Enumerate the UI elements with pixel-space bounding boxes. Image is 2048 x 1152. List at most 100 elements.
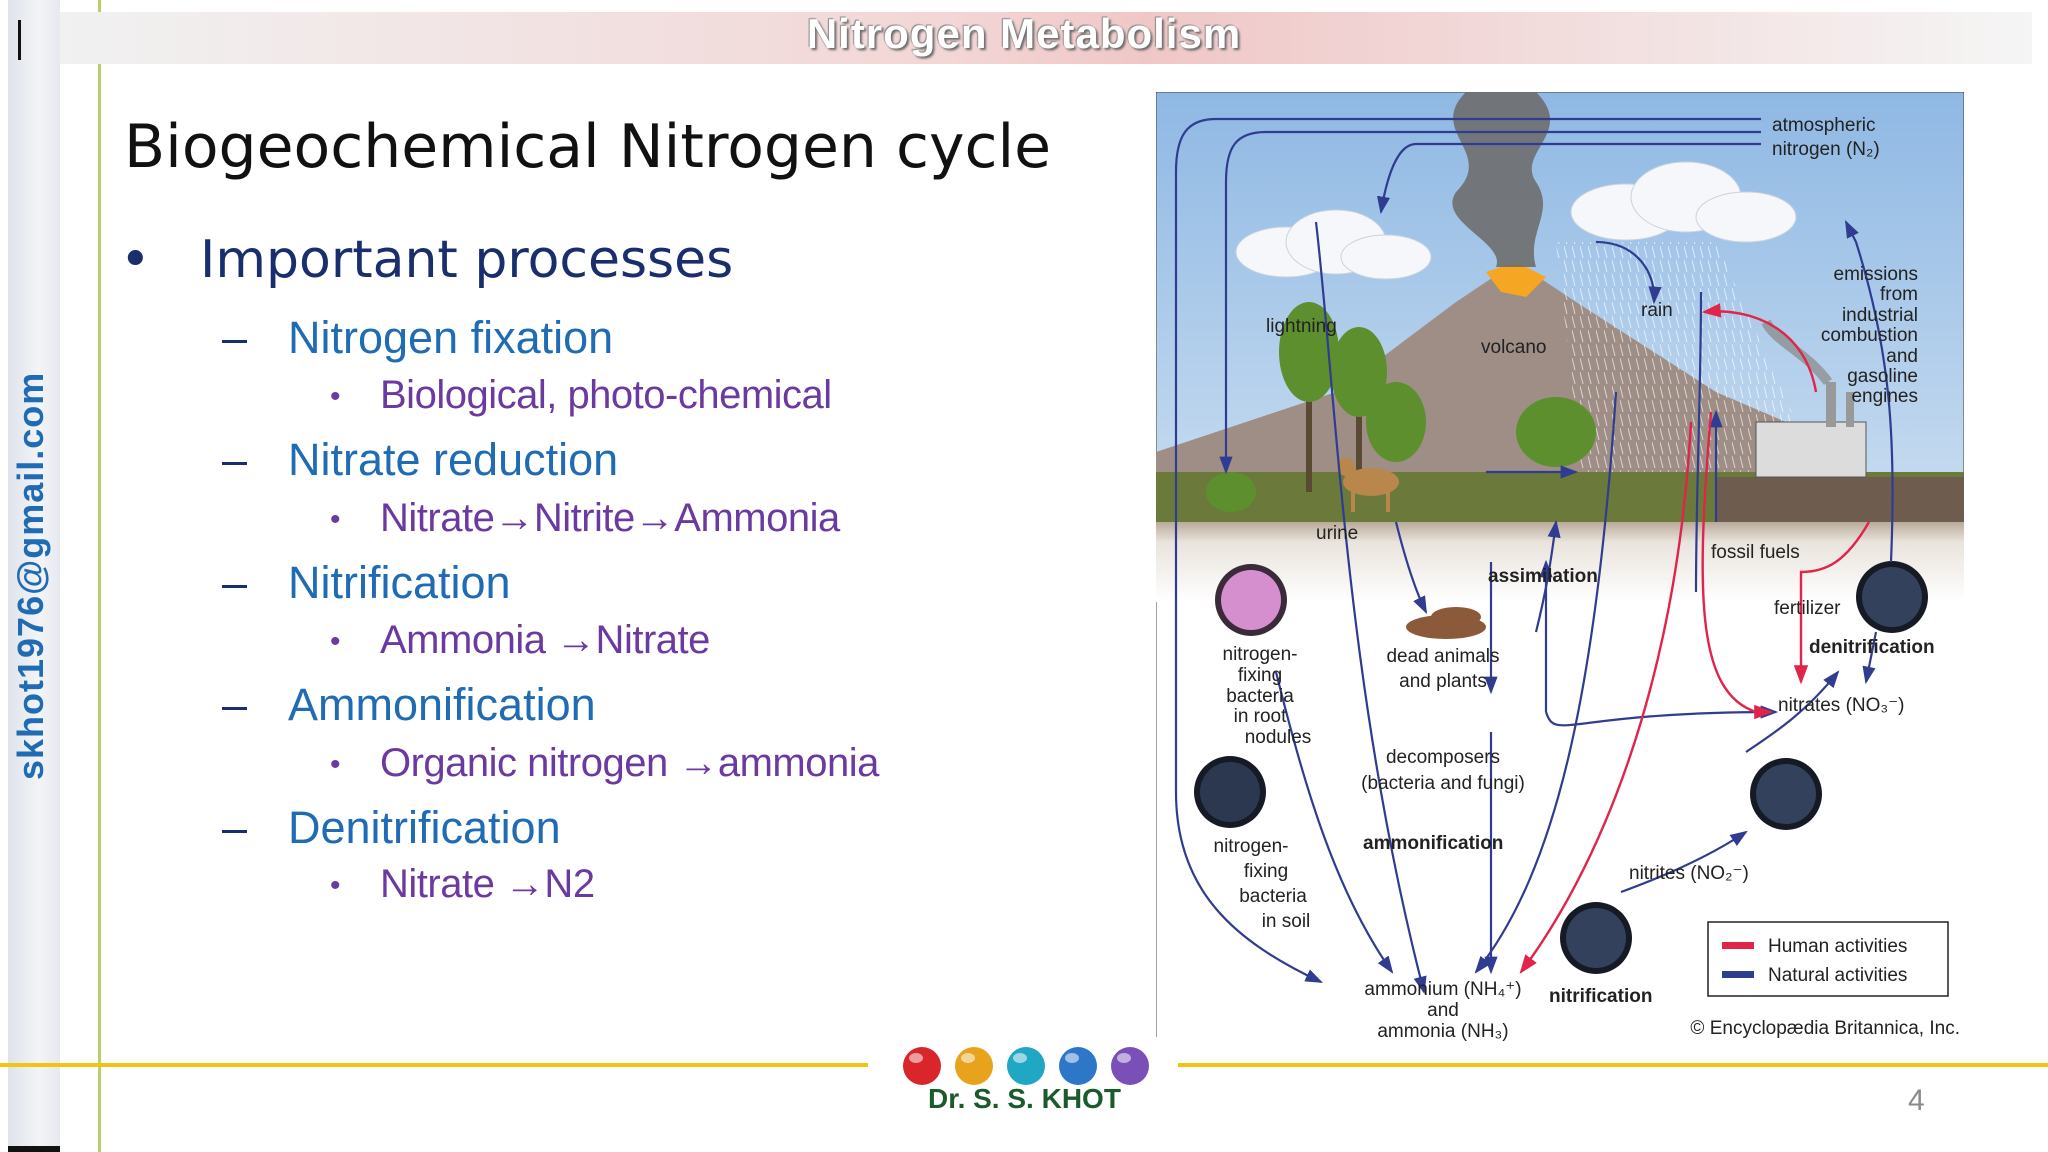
label-decomposers-1: (bacteria and fungi): [1361, 773, 1525, 794]
label-nfix-soil-0: nitrogen-: [1214, 836, 1289, 857]
detail-nitrogen-fixation: • Biological, photo-chemical: [330, 373, 832, 418]
nitrogen-cycle-diagram: atmospheric nitrogen (N₂) emissions from…: [1156, 92, 1964, 1042]
label-dead-1: and plants: [1399, 671, 1487, 692]
decorative-orbs: [903, 1047, 1149, 1085]
author-email: skhot1976@gmail.com: [10, 371, 51, 780]
microbe-root-nodules: [1215, 564, 1287, 636]
factory-illustration: [1755, 319, 1867, 478]
label-rain: rain: [1641, 300, 1673, 321]
plowed-field: [1716, 477, 1964, 522]
dash-marker: –: [222, 434, 248, 485]
label-nfix-soil-3: in soil: [1262, 911, 1311, 932]
label-emissions-1: from: [1880, 284, 1918, 305]
label-volcano: volcano: [1481, 337, 1547, 358]
process-ammonification: –Ammonification: [222, 679, 596, 731]
legend-human-swatch: [1722, 942, 1754, 949]
process-name: Nitrogen fixation: [288, 312, 614, 363]
label-fossil-fuels: fossil fuels: [1711, 542, 1800, 563]
label-emissions-5: gasoline: [1847, 366, 1918, 387]
dash-marker: –: [222, 802, 248, 853]
text-cursor: [18, 20, 21, 60]
bullet-marker: •: [120, 230, 151, 290]
process-detail: Biological, photo-chemical: [380, 373, 832, 417]
orb-purple-icon: [1111, 1047, 1149, 1085]
orb-icons: [903, 1047, 1149, 1085]
label-emissions-3: combustion: [1821, 325, 1918, 346]
dash-marker: –: [222, 557, 248, 608]
label-emissions-0: emissions: [1834, 264, 1918, 285]
legend-human-label: Human activities: [1768, 936, 1907, 957]
label-nfix-soil-1: fixing: [1244, 861, 1288, 882]
trees: [1206, 302, 1596, 512]
process-nitrification: –Nitrification: [222, 557, 511, 609]
volcano-smoke: [1452, 92, 1551, 267]
microbe-nitrites: [1750, 758, 1822, 830]
label-assimilation: assimilation: [1488, 566, 1598, 587]
label-nfix-root-3: in root: [1234, 706, 1288, 727]
human-activity-arrows: [1519, 303, 1871, 974]
detail-nitrate-reduction: •Nitrate→Nitrite→Ammonia: [330, 496, 840, 541]
legend-natural-swatch: [1722, 971, 1754, 978]
orb-blue-icon: [1059, 1047, 1097, 1085]
process-name: Ammonification: [288, 679, 596, 730]
dash-marker: –: [222, 312, 248, 363]
sidebar-bottom-bar: [8, 1146, 60, 1152]
natural-activity-arrows: [1174, 117, 1894, 995]
process-detail: Organic nitrogen →ammonia: [380, 741, 879, 785]
process-name: Nitrification: [288, 557, 511, 608]
slide-title: Biogeochemical Nitrogen cycle: [124, 112, 1052, 182]
label-nfix-root-0: nitrogen-: [1223, 644, 1298, 665]
detail-ammonification: •Organic nitrogen →ammonia: [330, 741, 879, 786]
label-nitrates: nitrates (NO₃⁻): [1778, 695, 1905, 716]
footer-line-left: [0, 1063, 868, 1067]
process-detail: Ammonia →Nitrate: [380, 618, 710, 662]
header-band: [60, 12, 2032, 64]
label-nitrogen-n2: nitrogen (N₂): [1772, 139, 1880, 160]
orb-cyan-icon: [1007, 1047, 1045, 1085]
process-detail: Nitrate →N2: [380, 862, 595, 906]
label-urine: urine: [1316, 523, 1358, 544]
label-atmospheric: atmospheric: [1772, 115, 1876, 136]
label-emissions-4: and: [1886, 346, 1918, 367]
goat-illustration: [1337, 458, 1399, 512]
left-sidebar-band: [8, 0, 60, 1152]
detail-nitrification: •Ammonia →Nitrate: [330, 618, 710, 663]
page-number: 4: [1908, 1084, 1925, 1117]
label-dead-0: dead animals: [1386, 646, 1499, 667]
bullet-important-processes: •Important processes: [120, 230, 733, 290]
label-lightning: lightning: [1266, 316, 1337, 337]
process-nitrogen-fixation: –Nitrogen fixation: [222, 312, 613, 364]
label-nitrites: nitrites (NO₂⁻): [1629, 863, 1749, 884]
footer-author: Dr. S. S. KHOT: [928, 1083, 1121, 1114]
process-denitrification: –Denitrification: [222, 802, 561, 854]
vertical-accent-line: [98, 0, 101, 1152]
orb-red-icon: [903, 1047, 941, 1085]
dot-marker: •: [330, 503, 341, 537]
dead-matter-illustration: [1406, 607, 1486, 639]
microbe-soil: [1194, 756, 1266, 828]
dot-marker: •: [330, 380, 341, 414]
dash-marker: –: [222, 679, 248, 730]
orb-orange-icon: [955, 1047, 993, 1085]
label-nfix-root-1: fixing: [1238, 665, 1282, 686]
microbe-nitrification: [1560, 902, 1632, 974]
dot-marker: •: [330, 869, 341, 903]
footer-line-right: [1178, 1063, 2048, 1067]
process-nitrate-reduction: –Nitrate reduction: [222, 434, 618, 486]
label-nfix-soil-2: bacteria: [1239, 886, 1307, 907]
label-copyright: © Encyclopædia Britannica, Inc.: [1690, 1018, 1960, 1039]
label-ammonium-1: and: [1427, 1000, 1459, 1021]
label-nfix-root-2: bacteria: [1226, 686, 1294, 707]
label-nfix-root-4: nodules: [1245, 727, 1312, 748]
label-decomposers-0: decomposers: [1386, 747, 1500, 768]
cloud-left: [1235, 209, 1432, 280]
process-name: Denitrification: [288, 802, 561, 853]
label-emissions-2: industrial: [1842, 305, 1918, 326]
slide-header-title: Nitrogen Metabolism: [806, 10, 1242, 57]
microbe-denitrification: [1856, 561, 1928, 633]
label-nitrification: nitrification: [1549, 986, 1652, 1007]
label-ammonification: ammonification: [1363, 833, 1503, 854]
label-ammonium-2: ammonia (NH₃): [1377, 1021, 1508, 1042]
legend-natural-label: Natural activities: [1768, 965, 1907, 986]
label-ammonium-0: ammonium (NH₄⁺): [1364, 979, 1521, 1000]
